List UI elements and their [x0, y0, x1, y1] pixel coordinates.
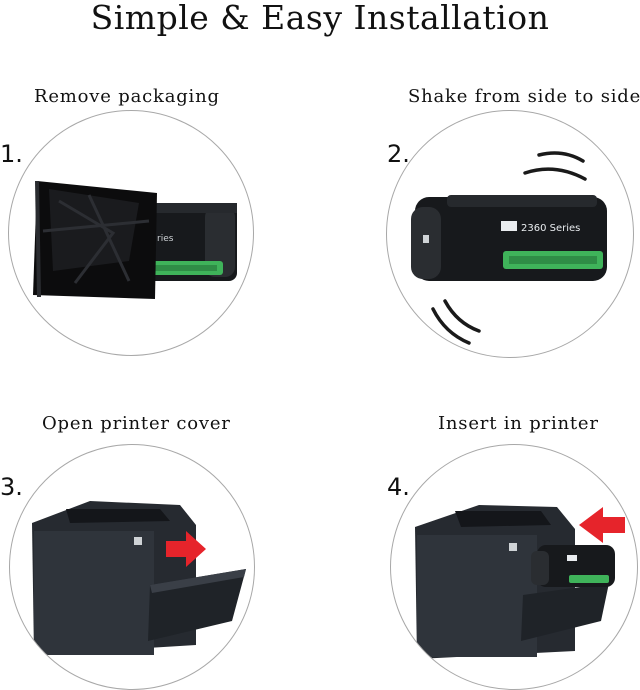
step-2-illustration: 2360 Series: [411, 151, 607, 345]
red-arrow-icon: [166, 531, 206, 567]
step-4-circle: [390, 444, 638, 690]
step-1-illustration: ries: [33, 180, 237, 299]
page-title: Simple & Easy Installation: [90, 0, 550, 37]
step-1-label: Remove packaging: [34, 86, 220, 107]
step-3-illustration: [32, 501, 246, 655]
step-1-circle: ries: [8, 110, 254, 356]
step-2-number: 2.: [387, 140, 410, 168]
step-3-number: 3.: [0, 473, 23, 501]
toner-cartridge-icon: [531, 545, 615, 587]
step-4-label: Insert in printer: [438, 413, 599, 434]
cartridge-side-text: ries: [157, 234, 174, 244]
red-arrow-icon: [579, 507, 625, 543]
cartridge-series-label: 2360 Series: [521, 223, 580, 234]
step-3-label: Open printer cover: [42, 413, 231, 434]
shake-motion-icon: [431, 151, 587, 345]
step-2-circle: 2360 Series: [386, 110, 634, 358]
step-3-circle: [9, 444, 255, 690]
printer-icon: [415, 505, 609, 659]
printer-icon: [32, 501, 246, 655]
step-1-number: 1.: [0, 140, 23, 168]
step-2-label: Shake from side to side: [408, 86, 640, 107]
step-4-illustration: [415, 505, 625, 659]
toner-cartridge-icon: 2360 Series: [411, 195, 607, 281]
plastic-bag-icon: [33, 180, 157, 299]
step-4-number: 4.: [387, 473, 410, 501]
